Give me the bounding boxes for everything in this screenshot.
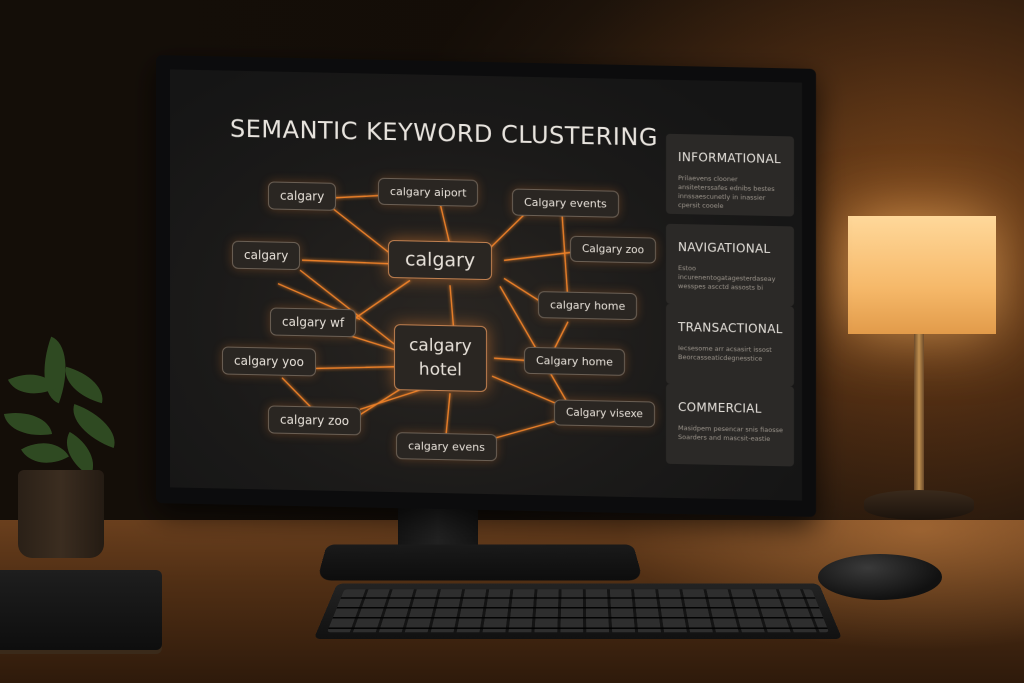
- intent-panel-navigational[interactable]: NAVIGATIONAL Estoo incurenentogatagester…: [666, 223, 794, 307]
- link-n3-n7: [561, 213, 569, 302]
- link-n7-n11: [553, 321, 569, 350]
- lamp-base: [864, 490, 974, 520]
- keyword-node[interactable]: calgary zoo: [268, 405, 362, 436]
- keyword-node[interactable]: calgary home: [538, 291, 638, 321]
- intent-panel-transactional[interactable]: TRANSACTIONAL Iecsesome arr acsasirt iss…: [666, 303, 794, 387]
- hub-node-calgary-hotel[interactable]: calgary hotel: [394, 324, 487, 393]
- keyword-node[interactable]: calgary aiport: [378, 177, 479, 207]
- keyboard: [313, 583, 843, 639]
- panel-heading: NAVIGATIONAL: [678, 240, 771, 256]
- intent-panel-informational[interactable]: INFORMATIONAL Prilaevens clooner ansitet…: [666, 133, 794, 217]
- plant-pot: [18, 470, 104, 558]
- keyword-node[interactable]: calgary yoo: [222, 346, 316, 377]
- intent-panel-commercial[interactable]: COMMERCIAL Masidpem pesencar snis fiaoss…: [666, 383, 794, 467]
- keyword-node[interactable]: calgary: [268, 181, 337, 211]
- keyword-node[interactable]: Calgary zoo: [570, 235, 657, 264]
- panel-heading: TRANSACTIONAL: [678, 320, 783, 337]
- panel-body: Prilaevens clooner ansiteterssafes ednib…: [678, 174, 775, 210]
- monitor-screen: SEMANTIC KEYWORD CLUSTERING: [170, 69, 802, 501]
- hub-node-line1: calgary: [409, 335, 472, 357]
- monitor-stand-base: [316, 544, 644, 581]
- computer-mouse: [818, 554, 942, 600]
- keyword-node[interactable]: calgary: [232, 240, 301, 271]
- panel-body: Estoo incurenentogatagesterdaseay wesspe…: [678, 264, 776, 292]
- lamp-shade: [848, 216, 996, 334]
- panel-body: Masidpem pesencar snis fiaosse Soarders …: [678, 424, 783, 443]
- link-hub-n12: [499, 285, 569, 405]
- link-n2-hub: [439, 202, 451, 246]
- link-hub2-n14: [445, 393, 451, 436]
- keyword-node[interactable]: Calgary visexe: [554, 399, 655, 428]
- keyword-node[interactable]: Calgary events: [512, 188, 619, 218]
- monitor: SEMANTIC KEYWORD CLUSTERING: [156, 55, 816, 517]
- keyword-node[interactable]: calgary wf: [270, 307, 357, 338]
- hub-node-calgary[interactable]: calgary: [388, 239, 493, 281]
- keyword-node[interactable]: Calgary home: [524, 346, 625, 376]
- panel-body: Iecsesome arr acsasirt issost Beorcassea…: [678, 344, 772, 363]
- hub-node-line2: hotel: [418, 359, 462, 381]
- link-n4-hub: [301, 259, 403, 265]
- link-hub2-n12: [491, 375, 567, 409]
- notebook: [0, 570, 162, 650]
- lamp-pole: [914, 334, 924, 496]
- keyword-node[interactable]: calgary evens: [396, 432, 497, 462]
- panel-heading: INFORMATIONAL: [678, 150, 781, 167]
- panel-heading: COMMERCIAL: [678, 400, 762, 416]
